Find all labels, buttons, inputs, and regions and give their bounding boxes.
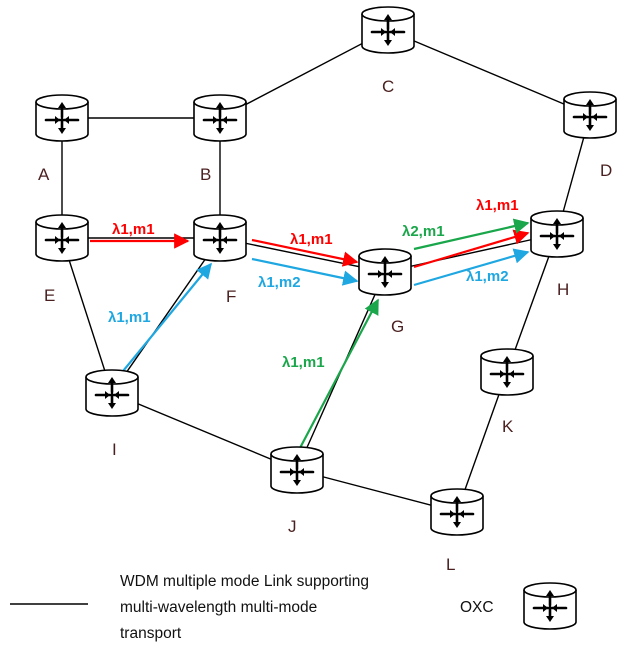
green-label-g-h: λ2,m1 [402, 223, 445, 240]
legend: WDM multiple mode Link supporting multi-… [10, 573, 578, 642]
oxc-node-a-icon [34, 93, 90, 143]
oxc-node-k-icon [479, 347, 535, 397]
green-lightpath-g-h [413, 218, 530, 251]
red-label-g-h: λ1,m1 [476, 197, 519, 214]
red-lightpath-g-h [413, 229, 530, 269]
lightpaths [90, 218, 530, 449]
oxc-node-g-icon [357, 247, 413, 297]
blue-lightpath-i-f [118, 262, 212, 377]
oxc-node-c-icon [360, 5, 416, 55]
physical-links [61, 29, 591, 513]
blue-label-f-g: λ1,m2 [258, 274, 301, 291]
node-label-a: A [38, 165, 50, 184]
oxc-node-e-icon [34, 213, 90, 263]
legend-link-text-line2: multi-wavelength multi-mode [120, 599, 317, 616]
oxc-nodes [34, 5, 618, 537]
link-c-d [387, 29, 591, 116]
node-label-i: I [112, 440, 117, 459]
blue-lightpath-g-h [413, 248, 530, 287]
node-label-c: C [382, 77, 394, 96]
green-label-j-g: λ1,m1 [282, 354, 325, 371]
red-lightpath-f-g [251, 238, 359, 267]
link-b-c [219, 29, 389, 119]
node-labels: A B C D E F G H I J K L [38, 77, 612, 574]
red-label-f-g: λ1,m1 [290, 231, 333, 248]
green-lightpath-j-g [299, 298, 379, 449]
legend-link-text-line3: transport [120, 625, 182, 642]
link-e-i [61, 237, 113, 394]
legend-link-text-line1: WDM multiple mode Link supporting [120, 573, 369, 590]
oxc-node-d-icon [562, 90, 618, 140]
blue-label-g-h: λ1,m2 [466, 268, 509, 285]
oxc-node-l-icon [429, 487, 485, 537]
node-label-e: E [44, 286, 55, 305]
oxc-node-h-icon [529, 209, 585, 259]
link-i-j [111, 392, 298, 471]
oxc-node-i-icon [84, 368, 140, 418]
node-label-h: H [557, 280, 569, 299]
node-label-b: B [200, 165, 211, 184]
legend-oxc-label: OXC [460, 599, 494, 616]
node-label-g: G [391, 317, 404, 336]
node-label-f: F [226, 287, 236, 306]
oxc-node-b-icon [192, 93, 248, 143]
node-label-d: D [600, 161, 612, 180]
node-label-k: K [502, 417, 514, 436]
node-label-j: J [288, 517, 297, 536]
lightpath-labels: λ1,m1 λ1,m1 λ1,m1 λ1,m1 λ1,m2 λ1,m2 λ1,m… [108, 197, 519, 371]
node-label-l: L [446, 555, 455, 574]
oxc-node-j-icon [269, 445, 325, 495]
red-label-e-f: λ1,m1 [112, 221, 155, 238]
blue-lightpath-f-g [251, 257, 359, 286]
oxc-node-f-icon [192, 213, 248, 263]
blue-label-i-f: λ1,m1 [108, 309, 151, 326]
legend-oxc-icon [522, 581, 578, 631]
